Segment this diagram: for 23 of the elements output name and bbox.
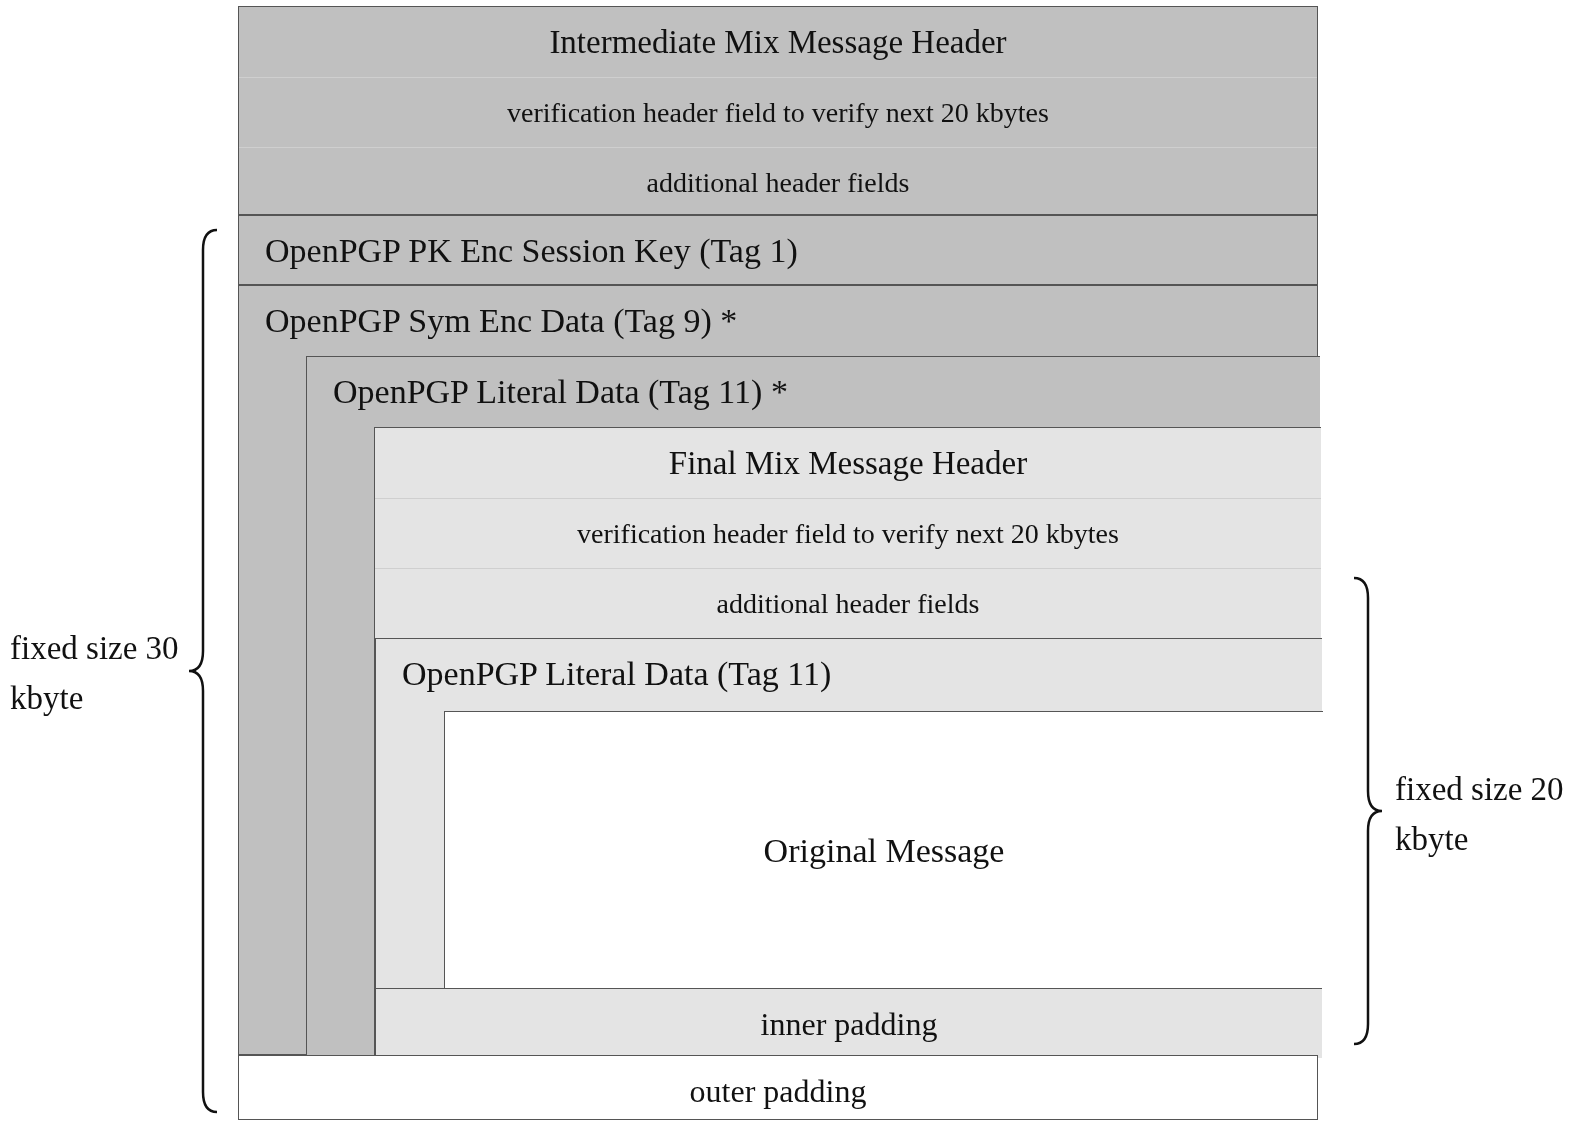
- section-title: inner padding: [760, 1008, 938, 1040]
- field-label: additional header fields: [716, 589, 980, 618]
- section-title: Intermediate Mix Message Header: [549, 25, 1007, 59]
- padding-row: [375, 988, 1322, 1058]
- field-label: additional header fields: [646, 168, 910, 197]
- section-title: Original Message: [763, 833, 1005, 868]
- message-box: [444, 711, 1323, 989]
- size-label: fixed size 20 kbyte: [1395, 770, 1565, 859]
- field-label: verification header field to verify next 20 kbytes: [507, 98, 1049, 127]
- header-section: [238, 6, 1318, 215]
- section-title: OpenPGP Literal Data (Tag 11) *: [333, 375, 788, 409]
- section-title: OpenPGP Literal Data (Tag 11): [402, 657, 832, 691]
- header-section: [374, 427, 1321, 1057]
- section-title: OpenPGP PK Enc Session Key (Tag 1): [265, 234, 798, 268]
- packet-row: [238, 215, 1318, 285]
- section-title: outer padding: [689, 1075, 867, 1107]
- section-title: OpenPGP Sym Enc Data (Tag 9) *: [265, 304, 738, 338]
- packet-box: [306, 356, 1320, 1056]
- field-label: verification header field to verify next 20 kbytes: [577, 519, 1119, 548]
- packet-box: [375, 638, 1322, 988]
- size-label: fixed size 30 kbyte: [10, 629, 180, 718]
- padding-row: [238, 1055, 1318, 1120]
- section-title: Final Mix Message Header: [668, 446, 1028, 480]
